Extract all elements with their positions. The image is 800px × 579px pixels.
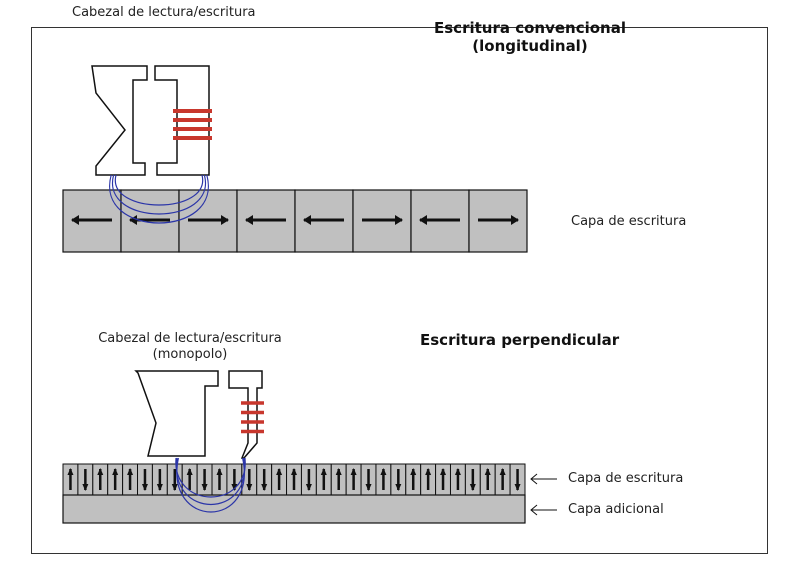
arrow-up-icon [454,468,461,475]
arrow-down-icon [514,484,521,491]
arrow-down-icon [305,484,312,491]
arrow-left-icon [303,215,311,225]
arrow-up-icon [276,468,283,475]
arrow-left-icon [245,215,253,225]
top-layer-label: Capa de escritura [571,214,687,229]
magnetic-field-lines-bottom [175,457,246,513]
arrow-down-icon [156,484,163,491]
arrow-down-icon [395,484,402,491]
arrow-up-icon [335,468,342,475]
write-layer-label: Capa de escritura [568,471,684,486]
arrow-right-icon [395,215,403,225]
arrow-down-icon [469,484,476,491]
field-line [109,174,209,224]
bottom-head-label-line2: (monopolo) [152,347,228,362]
arrow-right-icon [221,215,229,225]
arrow-up-icon [484,468,491,475]
arrow-up-icon [410,468,417,475]
field-line [176,457,245,513]
arrow-up-icon [425,468,432,475]
longitudinal-write-layer [62,189,528,253]
perpendicular-write-layer [62,463,526,496]
pointer-arrow-write-layer [530,473,557,485]
arrow-up-icon [186,468,193,475]
arrow-up-icon [350,468,357,475]
pointer-arrow-extra-layer [530,504,557,516]
bottom-head-label-line1: Cabezal de lectura/escritura [98,331,282,346]
arrow-down-icon [261,484,268,491]
arrow-up-icon [112,468,119,475]
arrow-down-icon [141,484,148,491]
arrow-down-icon [171,484,178,491]
arrow-left-icon [419,215,427,225]
arrow-up-icon [320,468,327,475]
monopole-head-main-pole [134,370,219,457]
arrow-down-icon [365,484,372,491]
coil-winding-top [173,109,212,140]
arrow-down-icon [246,484,253,491]
top-title-line1: Escritura convencional [434,19,626,37]
arrow-up-icon [127,468,134,475]
arrow-left-icon [129,215,137,225]
field-line [175,457,246,505]
arrow-up-icon [67,468,74,475]
magnetic-field-lines-top [109,174,209,224]
field-line [111,174,207,215]
extra-layer-label: Capa adicional [568,502,664,517]
arrow-left-icon [71,215,79,225]
top-head-label: Cabezal de lectura/escritura [72,5,256,20]
arrow-down-icon [231,484,238,491]
arrow-up-icon [97,468,104,475]
monopole-head-return-pole [228,370,263,459]
arrow-up-icon [440,468,447,475]
arrow-up-icon [499,468,506,475]
arrow-down-icon [82,484,89,491]
soft-underlayer [62,494,526,524]
bottom-title: Escritura perpendicular [420,331,620,349]
arrow-up-icon [216,468,223,475]
top-title-line2: (longitudinal) [472,37,588,55]
arrow-right-icon [511,215,519,225]
arrow-down-icon [201,484,208,491]
field-line [114,174,204,206]
coil-winding-bottom [241,401,264,434]
arrow-up-icon [291,468,297,475]
read-write-head-left-pole [91,65,148,176]
arrow-up-icon [380,468,387,475]
field-line [175,457,246,498]
